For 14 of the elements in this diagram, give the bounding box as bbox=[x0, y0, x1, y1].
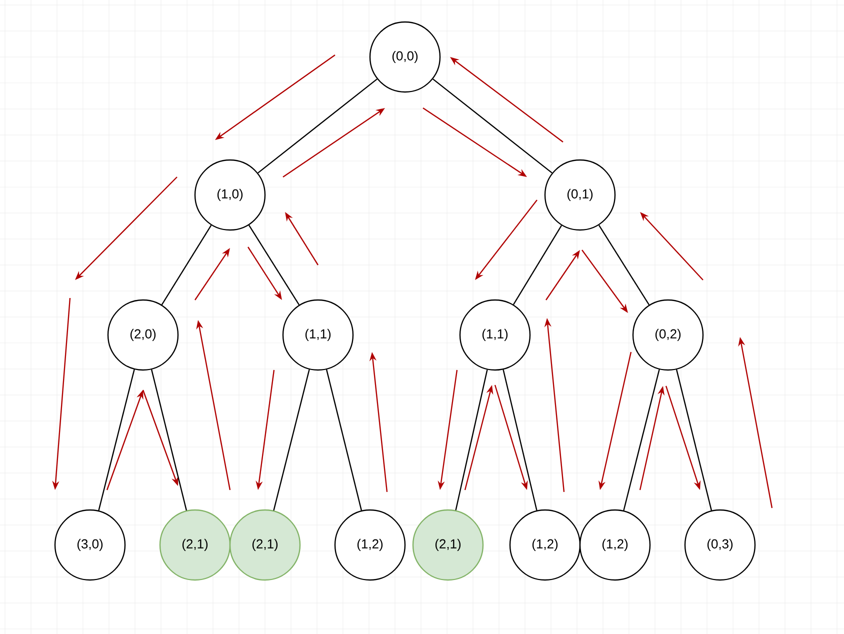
tree-edge bbox=[98, 369, 135, 511]
tree-edge bbox=[150, 369, 188, 511]
tree-edge bbox=[676, 369, 712, 511]
tree-edge bbox=[161, 224, 212, 306]
tree-edge bbox=[432, 78, 552, 174]
tree-edge bbox=[273, 369, 310, 511]
tree-edge bbox=[598, 224, 650, 306]
tree-edge bbox=[248, 224, 300, 306]
tree-edge bbox=[455, 370, 488, 510]
tree-edge bbox=[623, 369, 660, 511]
tree-edge bbox=[512, 225, 562, 305]
tree-edge bbox=[326, 369, 362, 511]
tree-edge bbox=[502, 369, 538, 510]
tree-edge bbox=[258, 78, 378, 174]
